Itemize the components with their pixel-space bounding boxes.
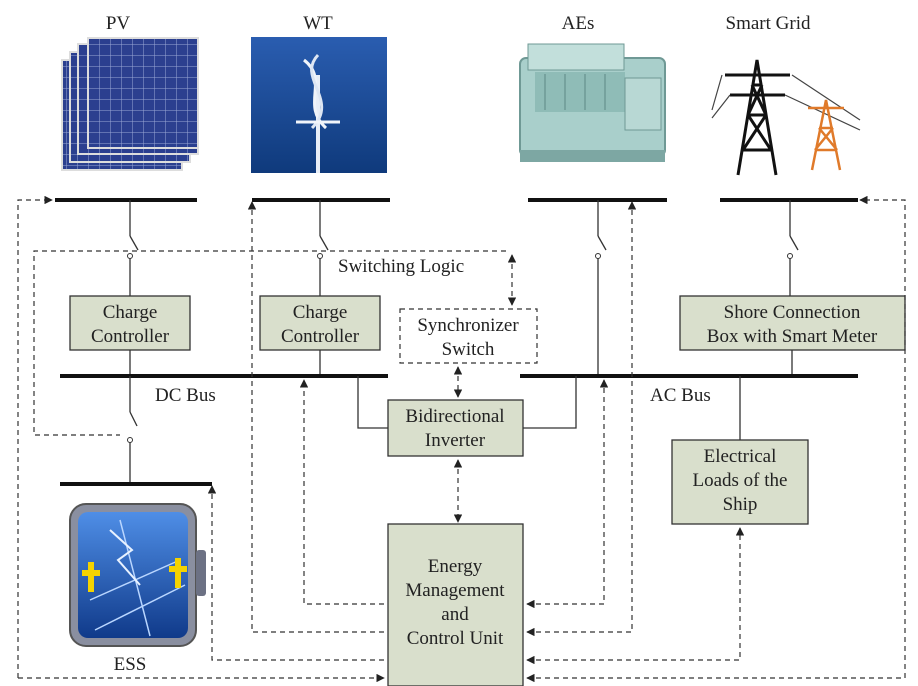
svg-text:Charge: Charge <box>103 302 158 323</box>
ess-title: ESS <box>114 654 147 675</box>
svg-text:Controller: Controller <box>91 326 170 347</box>
pv-feeder <box>127 200 139 296</box>
dc-bus-label: DC Bus <box>155 385 216 406</box>
svg-text:and: and <box>441 604 469 625</box>
switching-logic-label: Switching Logic <box>338 256 464 277</box>
svg-text:Controller: Controller <box>281 326 360 347</box>
svg-text:Inverter: Inverter <box>425 430 486 451</box>
shore-connection-box: Shore Connection Box with Smart Meter <box>679 295 906 351</box>
ac-bus-label: AC Bus <box>650 385 711 406</box>
svg-text:Ship: Ship <box>723 494 758 515</box>
aes-feeder <box>595 200 607 376</box>
wt-control-line <box>247 201 384 633</box>
synchronizer-switch: Synchronizer Switch <box>399 308 538 364</box>
aes-control-line <box>526 201 637 637</box>
svg-text:Synchronizer: Synchronizer <box>417 315 519 336</box>
ess-feeder <box>127 376 138 484</box>
aes-title: AEs <box>562 13 595 34</box>
pv-control-line <box>17 195 53 678</box>
svg-text:Management: Management <box>405 580 505 601</box>
svg-text:Shore Connection: Shore Connection <box>724 302 861 323</box>
switching-logic-line <box>33 250 506 436</box>
transmission-tower-icon <box>711 59 861 176</box>
svg-text:Electrical: Electrical <box>704 446 777 467</box>
wt-feeder <box>317 200 329 296</box>
charge-controller-2: Charge Controller <box>259 295 381 351</box>
ess-control-line <box>207 485 384 661</box>
bidirectional-inverter: Bidirectional Inverter <box>387 399 524 457</box>
battery-icon <box>69 503 206 647</box>
grid-feeder <box>787 200 799 296</box>
charge-controller-1: Charge Controller <box>69 295 191 351</box>
smart-grid-title: Smart Grid <box>726 13 811 34</box>
svg-text:Control Unit: Control Unit <box>407 628 504 649</box>
wind-turbine-icon <box>251 37 387 173</box>
pv-title: PV <box>106 13 131 34</box>
loads-control-line <box>526 527 745 665</box>
svg-text:Charge: Charge <box>293 302 348 323</box>
electrical-loads-box: Electrical Loads of the Ship <box>671 439 809 525</box>
svg-text:Bidirectional: Bidirectional <box>405 406 504 427</box>
wt-title: WT <box>303 13 333 34</box>
grid-control-line <box>526 195 906 683</box>
solar-panel-icon <box>61 37 199 171</box>
energy-management-control-unit: Energy Management and Control Unit <box>387 523 524 686</box>
svg-text:Switch: Switch <box>442 339 495 360</box>
svg-text:Box with Smart Meter: Box with Smart Meter <box>707 326 878 347</box>
engine-icon <box>519 43 666 162</box>
svg-text:Energy: Energy <box>428 556 483 577</box>
svg-text:Loads of the: Loads of the <box>693 470 788 491</box>
